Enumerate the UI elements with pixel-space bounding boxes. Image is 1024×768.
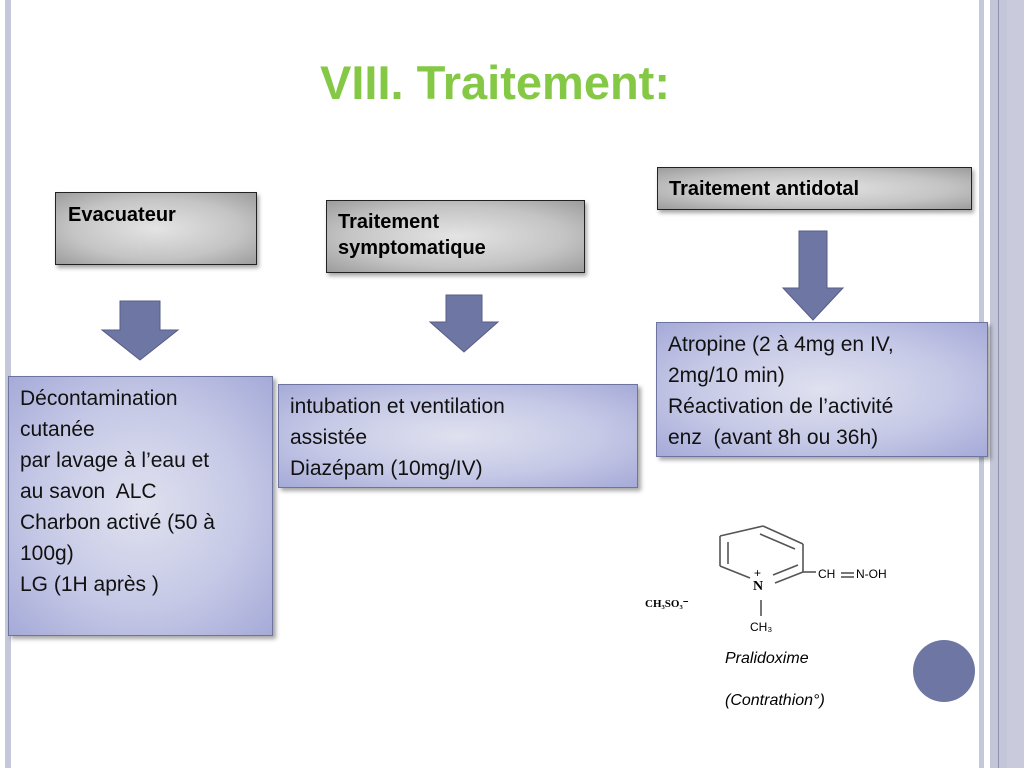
circle-nav-icon	[913, 640, 975, 702]
header-evacuateur-label: Evacuateur	[68, 204, 176, 226]
detail-line: LG (1H après )	[20, 573, 159, 596]
detail-line: par lavage à l’eau et	[20, 449, 210, 472]
ring-double-bond	[772, 564, 799, 576]
symptomatique-details: intubation et ventilation assistée Diazé…	[278, 384, 638, 488]
ring-bond	[762, 525, 804, 545]
slide-title: VIII. Traitement:	[320, 56, 670, 109]
molecule-name: Pralidoxime	[725, 650, 809, 667]
molecule-brand: (Contrathion°)	[725, 692, 825, 709]
right-decorative-line	[998, 0, 999, 768]
detail-line: intubation et ventilation	[290, 395, 505, 418]
ring-double-bond	[759, 533, 796, 550]
charge-label: +	[754, 566, 762, 580]
detail-line: 2mg/10 min)	[668, 364, 785, 387]
header-traitement-antidotal: Traitement antidotal	[657, 167, 972, 210]
detail-line: Diazépam (10mg/IV)	[290, 457, 483, 480]
pralidoxime-structure-diagram	[719, 525, 854, 616]
detail-line: enz (avant 8h ou 36h)	[668, 426, 879, 449]
ring-bond	[719, 525, 764, 537]
detail-line: 100g)	[20, 542, 74, 565]
detail-line: assistée	[290, 426, 368, 449]
detail-line: cutanée	[20, 418, 95, 441]
detail-line: Décontamination	[20, 387, 178, 410]
ring-bond	[719, 565, 751, 579]
detail-line: Atropine (2 à 4mg en IV,	[668, 333, 894, 356]
antidotal-details: Atropine (2 à 4mg en IV, 2mg/10 min) Réa…	[656, 322, 988, 457]
ring-bond	[774, 571, 804, 584]
evacuateur-details: Décontamination cutanée par lavage à l’e…	[8, 376, 273, 636]
header-evacuateur: Evacuateur	[55, 192, 257, 265]
down-arrow-icon	[781, 230, 845, 322]
counter-ion-label: CH₃SO₃⁻	[645, 598, 689, 610]
methyl-label: CH₃	[750, 620, 773, 634]
down-arrow-icon	[428, 294, 500, 354]
nitrogen-label: N	[753, 579, 764, 594]
detail-line: au savon ALC	[20, 480, 157, 503]
detail-line: Réactivation de l’activité	[668, 395, 894, 418]
detail-line: Charbon activé (50 à	[20, 511, 215, 534]
header-line: symptomatique	[338, 237, 486, 259]
header-antidotal-label: Traitement antidotal	[669, 178, 860, 200]
side-chain-ch-label: CH	[818, 567, 836, 581]
side-chain-oxime-label: N-OH	[856, 567, 887, 581]
header-line: Traitement	[338, 211, 440, 233]
header-traitement-symptomatique: Traitement symptomatique	[326, 200, 585, 273]
down-arrow-icon	[100, 300, 180, 362]
right-decorative-band-outer	[1007, 0, 1024, 768]
